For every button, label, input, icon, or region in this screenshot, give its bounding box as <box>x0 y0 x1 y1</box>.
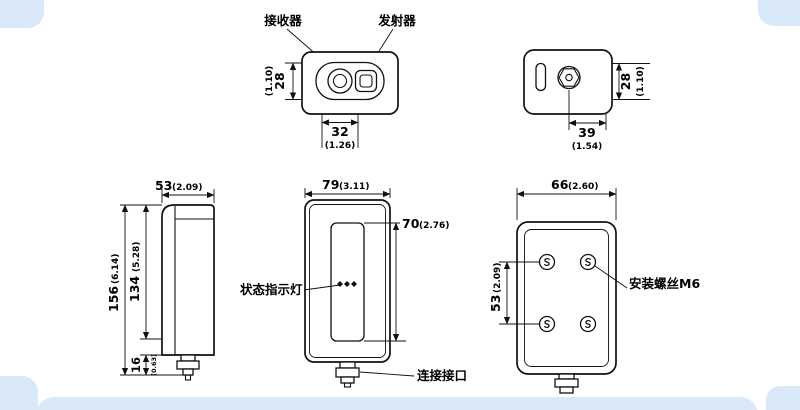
connector-neck <box>558 373 575 380</box>
bracket-width-dim-in: (1.54) <box>572 142 602 152</box>
view-head-top: 接收器 发射器 28 (1.10) 32 (1.26) <box>264 13 416 151</box>
side-depth-dim-in: (2.09) <box>172 183 202 193</box>
side-tail-dim-in: (0.63) <box>150 354 158 376</box>
side-total-height-dim-mm: 156 <box>106 286 121 312</box>
view-side: 53 (2.09) 156 (6.14) 134 (5.28) 16 (0.63… <box>106 178 215 381</box>
decor-blob-bottom-band <box>36 397 758 410</box>
head-width-dim-mm: 32 <box>331 124 348 139</box>
connector-neck <box>180 354 196 362</box>
hole-span-dim-mm: 53 <box>488 295 503 312</box>
connector-body <box>340 376 355 384</box>
connector-neck <box>339 361 356 369</box>
connector-nut <box>335 367 360 378</box>
bracket-height-dim-in: (1.10) <box>636 66 646 96</box>
decor-blob-top-right <box>758 0 800 26</box>
back-width-dim-in: (2.60) <box>568 182 598 192</box>
status-light-leader-line <box>303 284 341 291</box>
connector-body <box>559 386 574 394</box>
bracket-width-dim-mm: 39 <box>578 125 595 140</box>
transmitter-label: 发射器 <box>377 13 416 28</box>
screw-center <box>565 73 573 82</box>
front-width-dim-in: (3.11) <box>339 182 369 192</box>
connector-leader-line <box>359 371 415 377</box>
bracket-height-dim-mm: 28 <box>618 73 633 90</box>
screw-boss <box>557 65 581 90</box>
receiver-label: 接收器 <box>264 13 302 28</box>
mount-screw-leader-line <box>594 265 628 289</box>
connector-nut <box>176 360 200 370</box>
front-width-dim-mm: 79 <box>322 177 339 192</box>
front-inner-contour <box>309 204 386 358</box>
side-tail-dim-mm: 16 <box>129 357 143 373</box>
connector-port-label: 连接接口 <box>417 368 467 383</box>
screw-thread-mark <box>544 258 550 266</box>
window-height-dim-in: (2.76) <box>419 221 449 231</box>
transmitter-lens <box>354 69 378 93</box>
side-body-height-dim-mm: 134 <box>127 276 142 302</box>
screw-thread-mark <box>585 320 591 328</box>
screw-thread-mark <box>544 320 550 328</box>
connector-tip <box>184 374 192 381</box>
view-front: 79 (3.11) 70 (2.76) 状态指示灯 连接接口 <box>240 177 467 388</box>
back-inner-contour <box>524 229 609 367</box>
window-height-dim-mm: 70 <box>402 216 420 231</box>
back-width-dim-mm: 66 <box>551 177 569 192</box>
receiver-lens <box>327 68 353 94</box>
receiver-lens-inner <box>332 73 348 89</box>
side-total-height-dim-in: (6.14) <box>111 254 121 284</box>
side-body-height-dim-in: (5.28) <box>132 242 142 272</box>
side-depth-dim-mm: 53 <box>155 178 172 193</box>
back-outline <box>516 221 617 375</box>
status-led-3 <box>351 281 357 287</box>
status-light-label: 状态指示灯 <box>240 282 303 297</box>
head-height-dim-in: (1.10) <box>265 66 275 96</box>
decor-blob-top-left <box>0 0 44 28</box>
connector-nut <box>554 378 579 388</box>
mount-slot <box>535 62 547 92</box>
screw-thread-mark <box>585 258 591 266</box>
hex-nut <box>558 68 580 87</box>
decor-blob-bottom-right <box>766 386 800 410</box>
view-bracket-top: 39 (1.54) 28 (1.10) <box>523 49 650 152</box>
hole-span-dim-in: (2.09) <box>493 263 503 293</box>
side-outline <box>161 204 215 356</box>
transmitter-lens-inner <box>359 74 373 88</box>
status-led-2 <box>344 281 350 287</box>
view-back: 66 (2.60) 53 (2.09) 安装螺丝M6 <box>488 177 700 394</box>
connector-body <box>182 368 194 376</box>
mount-screw-label: 安装螺丝M6 <box>629 276 700 291</box>
head-height-dim-mm: 28 <box>272 72 287 89</box>
connector-tip <box>343 382 352 388</box>
decor-blob-bottom-left <box>0 376 38 410</box>
head-width-dim-in: (1.26) <box>325 141 355 151</box>
